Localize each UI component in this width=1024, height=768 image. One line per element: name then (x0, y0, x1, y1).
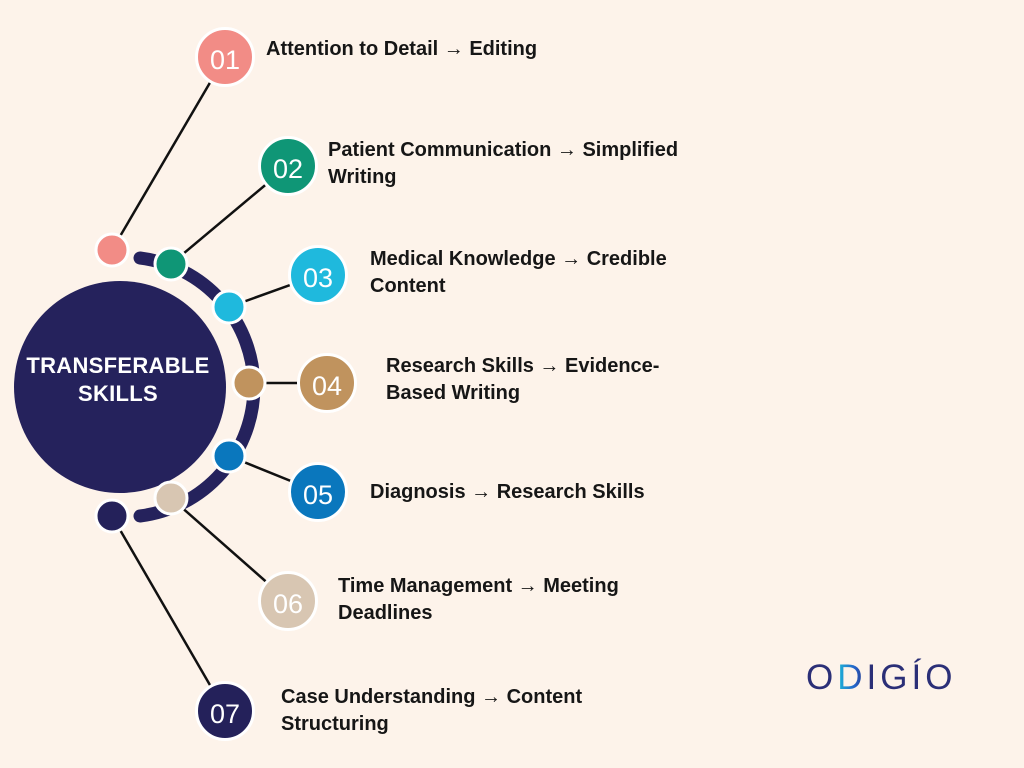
logo-accent-letter: D (837, 658, 867, 697)
ring-dot-01 (94, 232, 130, 268)
ring-dots (94, 232, 267, 534)
skill-label-05: Diagnosis → Research Skills (370, 481, 645, 503)
skill-label-06: Time Management → Meeting Deadlines (338, 575, 619, 624)
skill-label-03: Medical Knowledge → Credible Content (370, 248, 667, 297)
ring-dot-07 (94, 498, 130, 534)
skill-label-02: Patient Communication → Simplified Writi… (328, 139, 679, 188)
hub-circle (14, 281, 226, 493)
connector-line-01 (110, 56, 227, 251)
ring-dot-04 (231, 365, 267, 401)
number-badge-06: 06 (258, 571, 318, 631)
number-badge-07: 07 (195, 681, 255, 741)
number-badge-04: 04 (297, 353, 357, 413)
number-badge-01: 01 (195, 27, 255, 87)
ring-dot-02 (153, 246, 189, 282)
hub-title-line2: SKILLS (77, 381, 159, 406)
logo-part-2: IGÍO (866, 658, 957, 697)
hub-title: TRANSFERABLE SKILLS (18, 352, 218, 408)
number-badge-05: 05 (288, 462, 348, 522)
ring-dot-03 (211, 289, 247, 325)
skill-label-01: Attention to Detail → Editing (266, 38, 538, 60)
ring-dot-06 (153, 480, 189, 516)
skill-label-04: Research Skills → Evidence-Based Writing (386, 355, 660, 404)
connector-line-07 (110, 515, 227, 712)
number-badge-03: 03 (288, 245, 348, 305)
ring-dot-05 (211, 438, 247, 474)
logo-part-1: O (806, 658, 838, 697)
number-badge-02: 02 (258, 136, 318, 196)
hub-title-line1: TRANSFERABLE (26, 353, 210, 378)
odigio-logo: ODIGÍO (806, 656, 956, 700)
skill-label-07: Case Understanding → Content Structuring (281, 686, 583, 735)
